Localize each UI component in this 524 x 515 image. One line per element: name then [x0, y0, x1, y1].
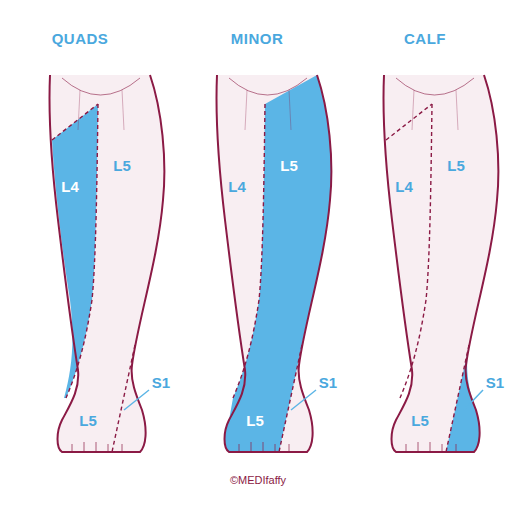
dermatome-label: L5	[280, 158, 298, 173]
column-heading: QUADS	[52, 31, 109, 46]
copyright-watermark: ©MEDIfaffy	[230, 475, 286, 486]
column-heading: CALF	[404, 31, 446, 46]
dermatome-label: L5	[246, 413, 264, 428]
dermatome-label: S1	[486, 375, 504, 390]
dermatome-label: L5	[113, 158, 131, 173]
dermatome-label: L5	[411, 413, 429, 428]
dermatome-label: L4	[61, 179, 79, 194]
dermatome-label: L5	[79, 413, 97, 428]
leader-line	[464, 390, 483, 410]
minor-leg	[216, 75, 331, 452]
leader-line	[124, 390, 149, 410]
quads-leg	[49, 75, 164, 452]
dermatome-label: S1	[319, 375, 337, 390]
dermatome-label: S1	[152, 375, 170, 390]
column-heading: MINOR	[231, 31, 284, 46]
leader-line	[291, 390, 316, 410]
dermatome-label: L4	[395, 179, 413, 194]
dermatome-label: L5	[447, 158, 465, 173]
dermatome-label: L4	[228, 179, 246, 194]
calf-leg	[383, 75, 498, 452]
